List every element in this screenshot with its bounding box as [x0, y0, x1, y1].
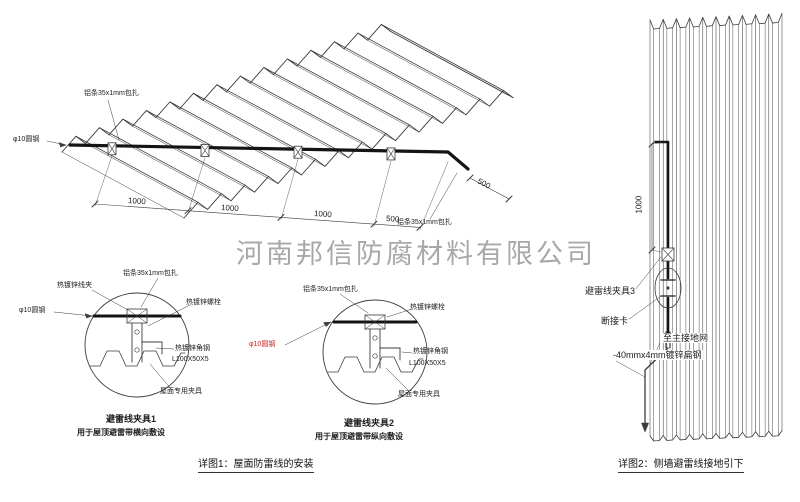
company-watermark: 河南邦信防腐材料有限公司 — [236, 239, 596, 269]
dimension-label-500: 500 — [385, 214, 400, 224]
detail2-subtitle: 用于屋顶避雷带纵向敷设 — [315, 432, 403, 441]
label-galvanized-bolt-d1: 热镀锌螺栓 — [186, 299, 221, 306]
dimension-label-1000-c: 1000 — [313, 209, 333, 220]
detail1-title: 避雷线夹具1 — [106, 414, 157, 424]
dimension-label-1000-b: 1000 — [220, 203, 240, 214]
side-wall-drawing — [615, 13, 783, 442]
caption-detail-1: 详图1：屋面防雷线的安装 — [198, 455, 314, 473]
label-wire-clamp-3: 避雷线夹具3 — [584, 286, 637, 297]
label-galvanized-bolt-d2: 热镀锌螺栓 — [410, 304, 445, 311]
label-to-main-ground: 至主接地网 — [662, 333, 710, 344]
label-aluminum-strip-top: 铝条35x1mm包扎 — [84, 90, 139, 97]
dimension-label-1000-a: 1000 — [127, 196, 147, 207]
label-aluminum-strip-bottom: 铝条35x1mm包扎 — [397, 219, 452, 226]
label-aluminum-strip-d1: 铝条35x1mm包扎 — [123, 270, 178, 277]
label-angle-spec-d1: L100X50X5 — [172, 356, 209, 363]
label-angle-steel-d2: 热镀锌角钢 — [413, 348, 448, 355]
wall-dimension-1000: 1000 — [634, 195, 644, 214]
label-angle-steel-d1: 热镀锌角钢 — [175, 345, 210, 352]
label-roof-special-clamp-d2: 屋面专用夹具 — [398, 391, 440, 398]
label-flat-steel: -40mmx4mm镀锌扁钢 — [612, 350, 703, 361]
label-galvanized-wire-clip: 热镀锌线夹 — [57, 282, 92, 289]
detail2-title: 避雷线夹具2 — [344, 418, 395, 428]
label-round-steel-d1: φ10圆钢 — [19, 307, 46, 314]
detail-circle-1-drawing — [53, 277, 191, 398]
label-aluminum-strip-d2: 铝条35x1mm包扎 — [303, 286, 358, 293]
label-angle-spec-d2: L100X50X5 — [409, 360, 446, 367]
label-round-steel-roof: φ10圆钢 — [13, 136, 40, 143]
label-roof-special-clamp-d1: 屋面专用夹具 — [160, 388, 202, 395]
caption-detail-2: 详图2：侧墙避雷线接地引下 — [618, 455, 744, 473]
detail1-subtitle: 用于屋顶避雷带横向敷设 — [77, 428, 165, 437]
label-disconnect-link: 断接卡 — [600, 316, 630, 327]
label-round-steel-d2: φ10圆钢 — [249, 341, 276, 348]
roof-isometric-drawing — [46, 24, 514, 231]
detail-circle-2-drawing — [284, 293, 428, 405]
